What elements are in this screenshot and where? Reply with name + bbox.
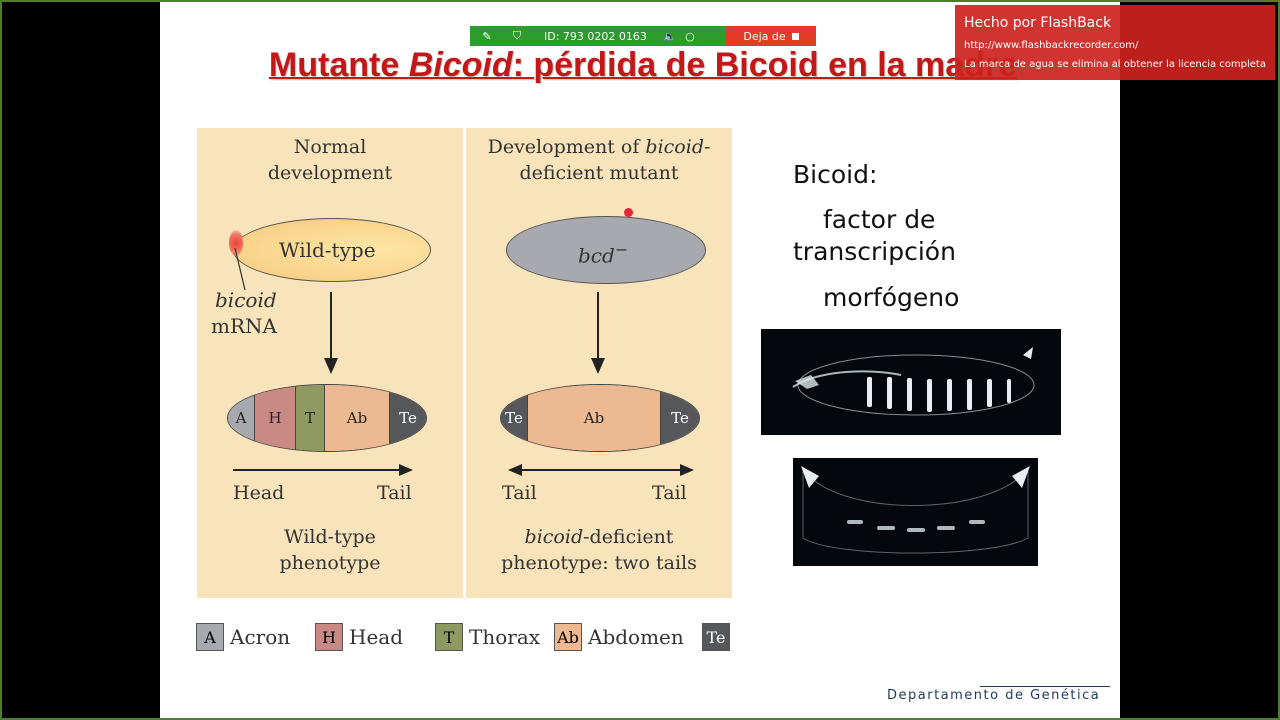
bicoid-mrna-spot <box>229 230 243 256</box>
segment-thorax: T <box>296 385 325 451</box>
segment-abdomen: Ab <box>528 385 661 451</box>
mrna-label: mRNA <box>211 314 277 338</box>
wild-type-larva: A H T Ab Te <box>227 384 427 452</box>
recorder-status-area: ✎ ⛉ ID: 793 0202 0163 🔈 ○ <box>470 26 726 46</box>
bicoid-mutant-larva: Te Ab Te <box>500 384 700 452</box>
wild-type-phenotype-caption: Wild-type phenotype <box>279 526 381 574</box>
stop-recording-button[interactable]: Deja de <box>726 26 816 46</box>
bicoid-line-transcripcion: transcripción <box>793 237 956 266</box>
department-footer: Departamento de Genética <box>887 688 1101 703</box>
recorder-session-id: ID: 793 0202 0163 <box>544 29 647 43</box>
panel-header-mutant: Development of bicoid- deficient mutant <box>487 136 711 184</box>
wild-type-egg <box>233 218 431 282</box>
segment-head: H <box>255 385 296 451</box>
legend-acron: A Acron <box>196 622 290 652</box>
egg-label-wild-type: Wild-type <box>279 238 376 262</box>
circle-icon[interactable]: ○ <box>685 29 695 43</box>
legend-key-abdomen: Ab <box>554 623 582 651</box>
down-arrow <box>324 292 338 374</box>
axis-label-tail-right: Tail <box>652 482 687 504</box>
watermark-url[interactable]: http://www.flashbackrecorder.com/ <box>964 40 1139 51</box>
bicoid-line-morfogeno: morfógeno <box>823 283 960 312</box>
segment-telson-posterior: Te <box>661 385 699 451</box>
axis-label-tail-left: Tail <box>502 482 537 504</box>
legend-head: H Head <box>315 622 403 652</box>
flashback-watermark: Hecho por FlashBack http://www.flashback… <box>955 5 1275 80</box>
larva-cuticle-image <box>792 347 1035 416</box>
segment-abdomen: Ab <box>325 385 390 451</box>
legend-abdomen: Ab Abdomen <box>554 622 684 652</box>
slide: Mutante Bicoid: pérdida de Bicoid en la … <box>160 0 1120 720</box>
egg-label-bcd: bcd− <box>578 240 629 268</box>
legend-label-head: Head <box>349 625 404 649</box>
legend-label-abdomen: Abdomen <box>588 625 684 649</box>
head-tail-axis <box>233 464 413 476</box>
legend-key-telson: Te <box>702 623 730 651</box>
shield-icon[interactable]: ⛉ <box>512 29 522 42</box>
segment-telson-anterior: Te <box>501 385 528 451</box>
bicoid-mutant-panel: Development of bicoid- deficient mutant … <box>466 128 732 598</box>
watermark-note: La marca de agua se elimina al obtener l… <box>964 59 1266 70</box>
down-arrow <box>591 292 605 374</box>
slide-title: Mutante Bicoid: pérdida de Bicoid en la … <box>268 46 1018 84</box>
legend-key-head: H <box>315 623 343 651</box>
bcd-mutant-egg <box>506 216 706 284</box>
tail-tail-axis <box>508 464 694 476</box>
axis-label-tail: Tail <box>377 482 412 504</box>
speaker-icon[interactable]: 🔈 <box>663 29 677 43</box>
legend-label-acron: Acron <box>230 625 291 649</box>
panel-header-normal: Normal development <box>267 136 393 184</box>
bicoid-mutant-larva-micrograph <box>793 458 1038 566</box>
two-tails-cuticle-image <box>801 466 1030 554</box>
red-dot <box>624 208 633 217</box>
stop-recording-label: Deja de <box>743 29 786 43</box>
bicoid-phenotype-caption: bicoid-deficient phenotype: two tails <box>501 526 697 574</box>
wild-type-larva-micrograph <box>761 329 1061 435</box>
stop-icon <box>791 32 799 40</box>
pen-icon[interactable]: ✎ <box>482 29 492 43</box>
watermark-title: Hecho por FlashBack <box>964 15 1112 31</box>
bicoid-line-factor: factor de <box>823 205 936 234</box>
legend-telson: Te <box>702 622 730 652</box>
segment-acron: A <box>228 385 255 451</box>
legend-thorax: T Thorax <box>435 622 540 652</box>
legend-key-thorax: T <box>435 623 463 651</box>
axis-label-head: Head <box>233 482 285 504</box>
normal-development-panel: Normal development Wild-type bicoid mRNA… <box>197 128 463 598</box>
legend-key-acron: A <box>196 623 224 651</box>
bicoid-heading: Bicoid: <box>793 160 878 189</box>
legend-label-thorax: Thorax <box>469 625 541 649</box>
mrna-pointer-line <box>234 247 246 291</box>
segment-telson: Te <box>390 385 426 451</box>
mrna-label-italic: bicoid <box>215 288 277 312</box>
dept-logo-line <box>980 686 1110 687</box>
recorder-toolbar: ✎ ⛉ ID: 793 0202 0163 🔈 ○ Deja de <box>470 26 816 46</box>
